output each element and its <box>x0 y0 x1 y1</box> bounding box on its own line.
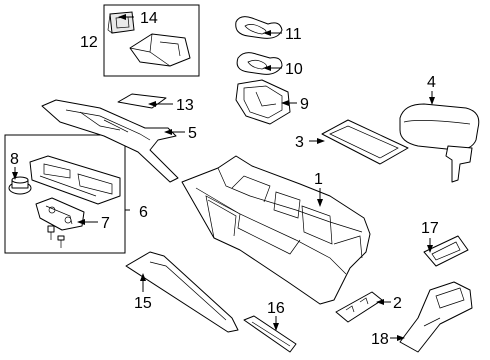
callout-14: 14 <box>140 10 158 27</box>
part-6-panel <box>29 155 121 205</box>
callout-5: 5 <box>188 125 197 142</box>
part-2-bracket <box>335 291 383 323</box>
part-15-trim <box>125 251 239 333</box>
part-14-bracket <box>107 11 135 34</box>
callout-13: 13 <box>176 97 194 114</box>
callout-11: 11 <box>285 26 302 43</box>
callout-16: 16 <box>267 300 285 317</box>
part-10-mat <box>236 52 283 75</box>
callout-7: 7 <box>101 215 110 232</box>
part-1-console <box>181 155 371 305</box>
part-7-bracket <box>35 197 85 248</box>
group-box-12 <box>103 4 200 77</box>
callout-6: 6 <box>139 204 148 221</box>
callout-15: 15 <box>134 295 152 312</box>
part-18-panel <box>399 281 473 353</box>
part-11-mat <box>235 16 283 39</box>
part-8-knob <box>8 176 32 195</box>
part-3-mat <box>321 119 409 165</box>
callout-17: 17 <box>421 220 439 237</box>
callout-10: 10 <box>285 61 303 78</box>
part-12-housing <box>129 33 191 67</box>
callout-4: 4 <box>427 74 436 91</box>
part-16-trim <box>243 315 297 353</box>
callout-8: 8 <box>10 151 19 168</box>
part-17-vent <box>423 235 469 267</box>
part-5-trim <box>41 99 179 183</box>
callout-3: 3 <box>295 134 304 151</box>
part-4-armrest <box>399 103 480 183</box>
callout-9: 9 <box>300 96 309 113</box>
callout-12: 12 <box>80 34 98 51</box>
part-13-pad <box>117 93 167 109</box>
callout-1: 1 <box>314 171 323 188</box>
part-9-cupholder <box>235 79 291 125</box>
callout-18: 18 <box>371 331 389 348</box>
callout-2: 2 <box>393 295 402 312</box>
group-box-6 <box>4 134 126 254</box>
